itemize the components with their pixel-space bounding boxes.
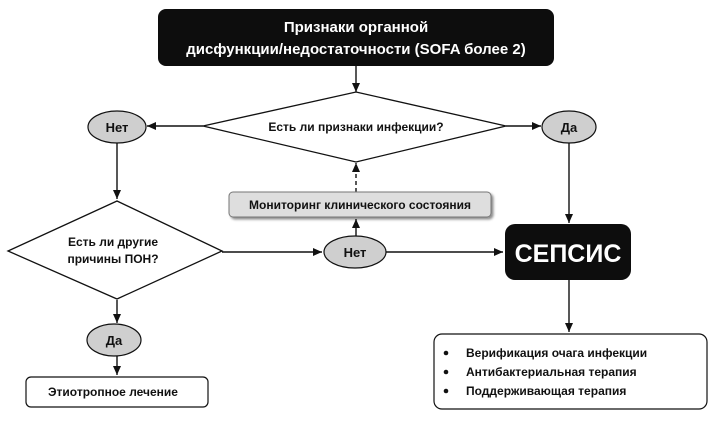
sepsis-label: СЕПСИС xyxy=(515,240,622,268)
etiotropic-treatment-box: Этиотропное лечение xyxy=(25,376,209,408)
organ-dysfunction-line1: Признаки органной xyxy=(284,19,428,36)
monitoring-text: Мониторинг клинического состояния xyxy=(249,198,471,212)
infection-question-text: Есть ли признаки инфекции? xyxy=(268,120,443,134)
monitoring-box: Мониторинг клинического состояния xyxy=(228,191,492,218)
yes-oval-right-label: Да xyxy=(561,120,578,135)
other-causes-diamond: Есть ли другие причины ПОН? xyxy=(6,200,224,300)
treatment-item-2: Антибактериальная терапия xyxy=(466,365,637,379)
infection-question-diamond: Есть ли признаки инфекции? xyxy=(202,91,507,163)
sepsis-box: СЕПСИС xyxy=(505,224,631,280)
no-oval-left: Нет xyxy=(87,110,147,144)
no-oval-left-label: Нет xyxy=(106,120,129,135)
yes-oval-right: Да xyxy=(541,110,597,144)
other-causes-line1: Есть ли другие xyxy=(68,235,158,249)
no-oval-middle: Нет xyxy=(323,235,387,269)
other-causes-line2: причины ПОН? xyxy=(67,252,158,266)
organ-dysfunction-line2: дисфункции/недостаточности (SOFA более 2… xyxy=(186,41,525,58)
etiotropic-treatment-text: Этиотропное лечение xyxy=(48,385,178,399)
treatment-item-3: Поддерживающая терапия xyxy=(466,384,626,398)
treatment-bullet-3 xyxy=(443,388,449,394)
treatment-bullet-2 xyxy=(443,369,449,375)
connectors xyxy=(113,66,573,375)
yes-oval-bottom-label: Да xyxy=(106,333,123,348)
treatment-bullet-1 xyxy=(443,350,449,356)
treatment-box: Верификация очага инфекции Антибактериал… xyxy=(433,333,708,410)
organ-dysfunction-box: Признаки органной дисфункции/недостаточн… xyxy=(158,9,554,66)
treatment-item-1: Верификация очага инфекции xyxy=(466,346,647,360)
yes-oval-bottom: Да xyxy=(86,323,142,357)
no-oval-middle-label: Нет xyxy=(344,245,367,260)
